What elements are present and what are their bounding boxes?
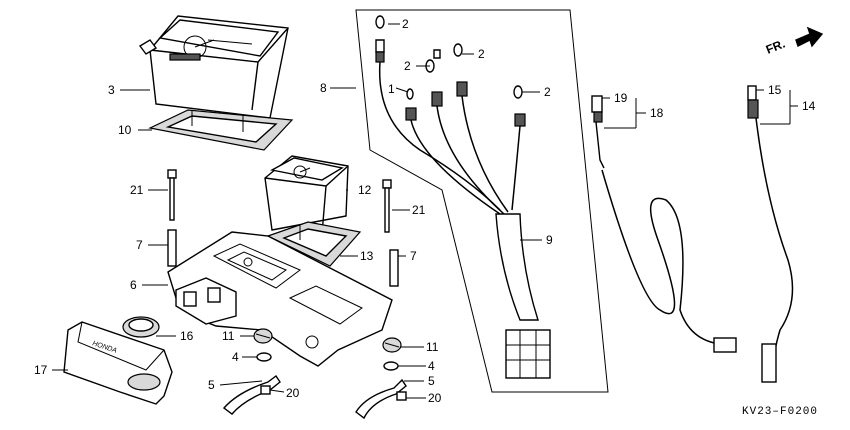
harness-sheath <box>495 213 539 321</box>
callout-8: 8 <box>320 81 327 95</box>
callout-19: 19 <box>614 91 628 105</box>
callout-11-right: 11 <box>426 340 439 354</box>
tachometer-assembly <box>264 155 349 235</box>
tachometer-cable <box>591 95 737 353</box>
callout-20-right: 20 <box>428 391 442 405</box>
speedometer-cable <box>747 85 794 383</box>
callout-10: 10 <box>118 123 132 137</box>
callout-7-right: 7 <box>410 249 417 263</box>
nut-right <box>396 391 407 401</box>
callout-15: 15 <box>768 83 782 97</box>
diagram-code: KV23–F0200 <box>742 406 818 418</box>
callout-2-top: 2 <box>402 17 409 31</box>
harness-connector <box>505 329 551 379</box>
callout-5-left: 5 <box>208 378 215 392</box>
callout-6: 6 <box>130 278 137 292</box>
callout-18: 18 <box>650 106 664 120</box>
speedometer-gasket <box>148 109 294 151</box>
front-direction-arrow: FR. <box>764 26 824 57</box>
washer-left <box>256 352 272 362</box>
meter-cover: HONDA <box>63 321 173 405</box>
callout-2-right: 2 <box>544 85 551 99</box>
collar-left <box>167 229 177 267</box>
callout-3: 3 <box>108 83 115 97</box>
bolt-left <box>167 169 177 221</box>
callout-12: 12 <box>358 183 372 197</box>
harness-wires <box>378 61 521 215</box>
callout-16: 16 <box>180 329 194 343</box>
leader-lines <box>52 23 798 399</box>
callout-5-right: 5 <box>428 374 435 388</box>
callout-9: 9 <box>546 233 553 247</box>
nut-left <box>260 385 271 395</box>
collar-right <box>389 249 399 287</box>
washer-right <box>383 361 399 371</box>
speedometer-assembly <box>138 15 289 119</box>
harness-outline <box>355 9 609 393</box>
callout-11-left: 11 <box>222 329 235 343</box>
callout-2-mid: 2 <box>478 47 485 61</box>
callout-labels: 3 10 21 7 6 16 17 11 4 5 20 12 21 13 7 1… <box>34 17 816 405</box>
front-label: FR. <box>764 37 787 57</box>
callout-7-left: 7 <box>136 238 143 252</box>
tachometer-gasket <box>266 221 362 267</box>
callout-4-right: 4 <box>428 359 435 373</box>
callout-4-left: 4 <box>232 350 239 364</box>
callout-20-left: 20 <box>286 386 300 400</box>
callout-13: 13 <box>360 249 374 263</box>
callout-1: 1 <box>388 82 395 96</box>
bulb-sockets <box>375 15 526 127</box>
callout-17: 17 <box>34 363 48 377</box>
meter-bracket <box>167 231 393 367</box>
bolt-right <box>382 179 392 233</box>
ring <box>122 316 160 338</box>
callout-2-left: 2 <box>404 59 411 73</box>
callout-21-right: 21 <box>412 203 426 217</box>
clip-right <box>355 378 407 420</box>
callout-21-left: 21 <box>130 183 144 197</box>
callout-14: 14 <box>802 99 816 113</box>
grommet-right <box>382 337 402 353</box>
grommet-left <box>253 328 273 344</box>
